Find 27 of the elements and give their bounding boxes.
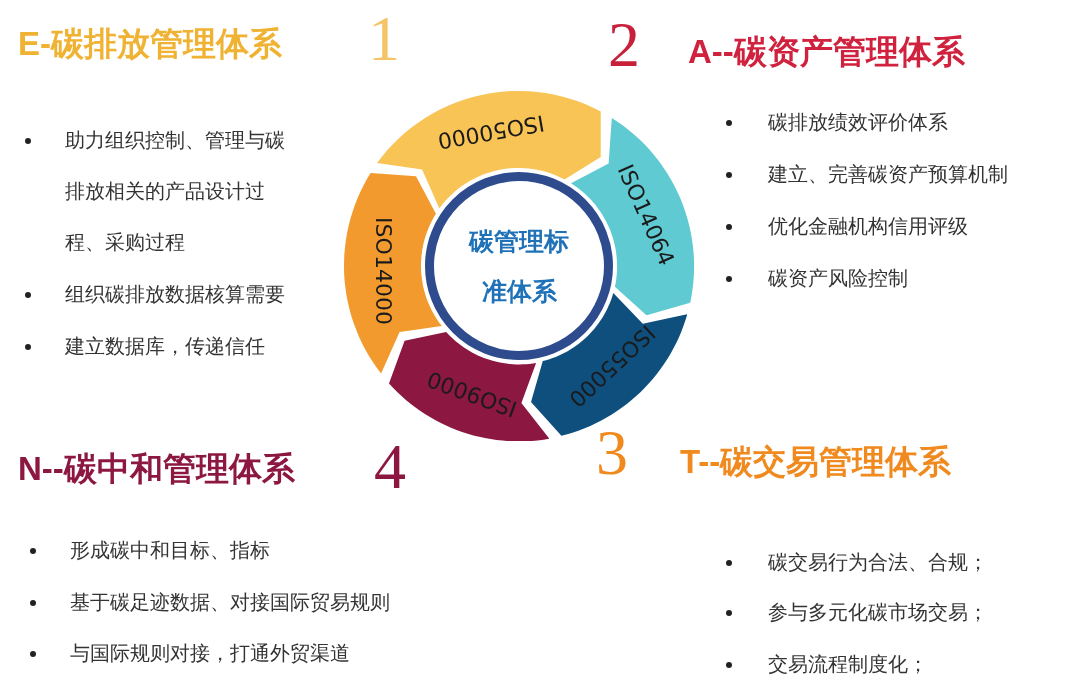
arrow-segment: [388, 331, 550, 441]
section-number: 1: [368, 4, 401, 74]
bullet-text: 交易流程制度化；: [768, 652, 929, 677]
section-heading: N--碳中和管理体系: [18, 449, 296, 489]
section-heading: T--碳交易管理体系: [680, 442, 953, 482]
segment-label: ISO50000: [435, 110, 546, 155]
section-number: 2: [608, 10, 641, 80]
section-heading: A--碳资产管理体系: [688, 32, 966, 72]
bullet-text: 参与多元化碳市场交易；: [768, 600, 989, 625]
bullet-text: 组织碳排放数据核算需要: [65, 282, 286, 307]
bullet-text: 基于碳足迹数据、对接国际贸易规则: [70, 590, 391, 615]
bullet-text: 建立数据库，传递信任: [65, 334, 266, 359]
bullet-text: 助力组织控制、管理与碳排放相关的产品设计过程、采购过程: [65, 128, 286, 255]
section-number: 4: [374, 432, 407, 502]
arrow-segment: [377, 91, 602, 209]
bullet-text: 与国际规则对接，打通外贸渠道: [70, 641, 351, 666]
arrow-segment: [570, 117, 694, 315]
bullet-text: 碳资产风险控制: [768, 266, 909, 291]
arrow-segment: [344, 173, 442, 374]
bullet-text: 优化金融机构信用评级: [768, 214, 969, 239]
bullet-text: 形成碳中和目标、指标: [70, 538, 271, 563]
section-number: 3: [596, 418, 629, 488]
bullet-text: 碳交易行为合法、合规；: [768, 550, 989, 575]
bullet-text: 建立、完善碳资产预算机制: [768, 162, 1009, 187]
section-heading: E-碳排放管理体系: [18, 24, 283, 64]
bullet-text: 碳排放绩效评价体系: [768, 110, 949, 135]
segment-label: ISO14000: [370, 216, 396, 325]
